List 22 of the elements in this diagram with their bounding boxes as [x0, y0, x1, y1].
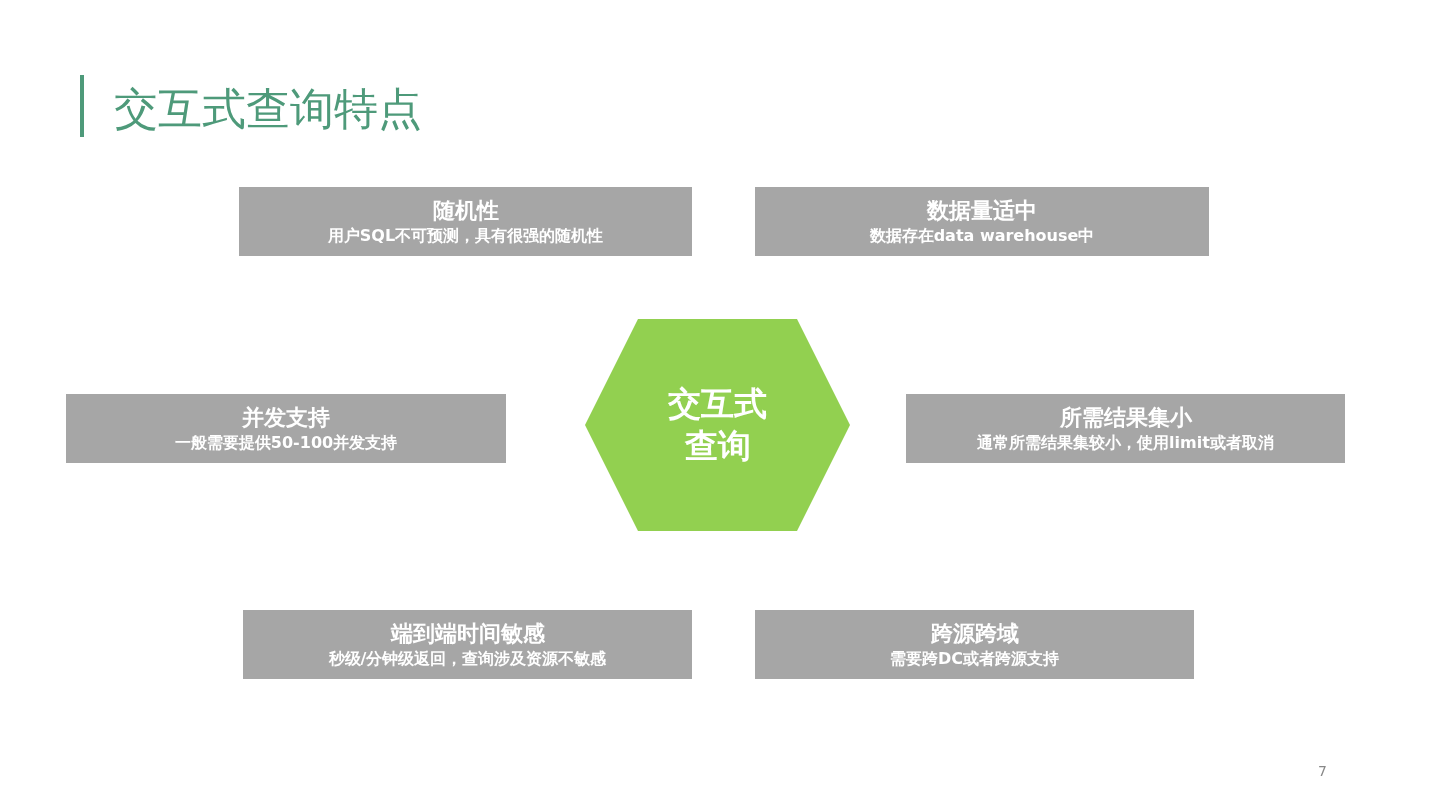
feature-heading: 所需结果集小 — [1059, 403, 1192, 432]
feature-description: 秒级/分钟级返回，查询涉及资源不敏感 — [328, 647, 607, 670]
hexagon-label: 交互式查询 — [667, 383, 768, 467]
feature-description: 数据存在data warehouse中 — [869, 224, 1095, 247]
feature-description: 通常所需结果集较小，使用limit或者取消 — [977, 431, 1274, 454]
feature-box — [755, 610, 1194, 679]
feature-description: 一般需要提供50-100并发支持 — [174, 431, 398, 454]
feature-heading: 数据量适中 — [927, 196, 1037, 225]
feature-description: 用户SQL不可预测，具有很强的随机性 — [327, 224, 604, 247]
feature-box — [906, 394, 1345, 463]
hexagon-node — [585, 319, 850, 531]
feature-heading: 端到端时间敏感 — [390, 619, 545, 648]
page-number: 7 — [1318, 763, 1327, 779]
feature-box — [755, 187, 1209, 256]
feature-heading: 并发支持 — [242, 403, 330, 432]
feature-description: 需要跨DC或者跨源支持 — [890, 647, 1059, 670]
feature-box — [243, 610, 692, 679]
feature-box — [66, 394, 506, 463]
feature-heading: 随机性 — [432, 196, 499, 225]
feature-box — [239, 187, 692, 256]
feature-heading: 跨源跨域 — [930, 619, 1019, 648]
slide-title: 交互式查询特点 — [114, 82, 422, 136]
